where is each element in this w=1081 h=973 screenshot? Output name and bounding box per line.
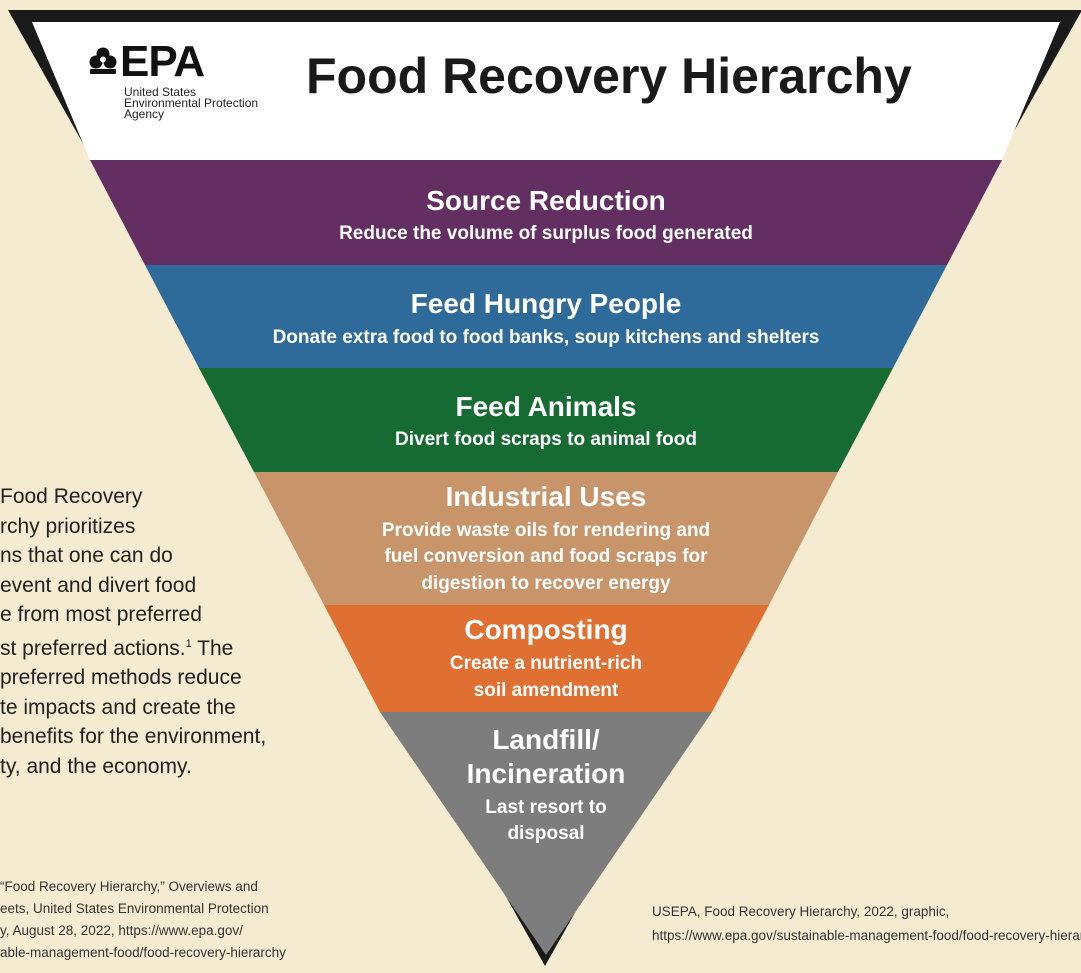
- epa-logo-text: EPA: [120, 37, 205, 86]
- description-line: benefits for the environment,: [0, 725, 267, 748]
- description-line: Food Recovery: [0, 485, 143, 508]
- footnote-line: able-management-food/food-recovery-hiera…: [0, 945, 286, 960]
- epa-flower-icon: [89, 47, 117, 74]
- agency-line: United States: [124, 85, 197, 99]
- tier-band: [145, 265, 947, 368]
- tier-band: [324, 605, 769, 712]
- description-line: te impacts and create the: [0, 695, 236, 719]
- description-line-with-ref: st preferred actions.1 The: [0, 630, 330, 664]
- tier-landfill-incineration: Landfill/ Incineration Last resort to di…: [380, 712, 712, 955]
- description-line: e from most preferred: [0, 603, 202, 626]
- footnote-ref: 1: [185, 637, 192, 650]
- header-band: [32, 22, 1060, 160]
- page-title: Food Recovery Hierarchy: [306, 48, 912, 104]
- tier-feed-hungry-people: Feed Hungry People Donate extra food to …: [145, 265, 947, 368]
- footnote-line: y, August 28, 2022, https://www.epa.gov/: [0, 923, 243, 938]
- description-line: rchy prioritizes: [0, 514, 136, 538]
- tier-composting: Composting Create a nutrient-rich soil a…: [324, 605, 769, 712]
- description-line: preferred methods reduce: [0, 666, 242, 689]
- tier-subtitle: Reduce the volume of surplus food genera…: [339, 223, 753, 244]
- tier-title: Composting: [464, 614, 627, 645]
- tier-title: Feed Hungry People: [411, 288, 682, 319]
- description-line: st preferred actions.: [0, 636, 186, 660]
- tier-title: Industrial Uses: [446, 481, 647, 512]
- tier-title: Feed Animals: [455, 391, 636, 422]
- tier-band: [380, 712, 712, 955]
- agency-name: United States Environmental Protection A…: [124, 85, 259, 121]
- description-line: event and divert food: [0, 573, 197, 597]
- agency-line: Agency: [124, 107, 165, 121]
- tier-subtitle-line: disposal: [507, 823, 584, 844]
- tier-subtitle-line: digestion to recover energy: [421, 573, 671, 594]
- tier-subtitle-line: fuel conversion and food scraps for: [384, 546, 708, 567]
- description-line: ns that one can do: [0, 544, 173, 567]
- credit-line: USEPA, Food Recovery Hierarchy, 2022, gr…: [652, 904, 950, 919]
- tier-source-reduction: Source Reduction Reduce the volume of su…: [90, 160, 1002, 265]
- agency-line: Environmental Protection: [124, 96, 259, 110]
- image-credit: USEPA, Food Recovery Hierarchy, 2022, gr…: [652, 900, 1081, 948]
- tier-band: [199, 368, 893, 472]
- tier-title-line: Landfill/: [492, 724, 600, 755]
- tier-feed-animals: Feed Animals Divert food scraps to anima…: [199, 368, 893, 472]
- tier-subtitle-line: Create a nutrient-rich: [450, 653, 642, 674]
- footnote-line: eets, United States Environmental Protec…: [0, 901, 269, 916]
- tier-band: [254, 472, 838, 605]
- tier-subtitle: Donate extra food to food banks, soup ki…: [273, 327, 820, 348]
- credit-line: https://www.epa.gov/sustainable-manageme…: [652, 928, 1081, 943]
- description-line: ty, and the economy.: [0, 754, 192, 778]
- description-line-tail: The: [191, 636, 234, 660]
- tier-subtitle: Divert food scraps to animal food: [395, 429, 697, 450]
- footnote-line: “Food Recovery Hierarchy,” Overviews and: [0, 879, 258, 894]
- footnote: “Food Recovery Hierarchy,” Overviews and…: [0, 876, 330, 964]
- description-paragraph: Food Recovery rchy prioritizes ns that o…: [0, 482, 330, 781]
- tier-subtitle-line: soil amendment: [474, 680, 619, 701]
- tier-title: Source Reduction: [426, 185, 666, 216]
- tier-industrial-uses: Industrial Uses Provide waste oils for r…: [254, 472, 838, 605]
- tier-title-line: Incineration: [467, 758, 626, 789]
- tier-subtitle-line: Provide waste oils for rendering and: [382, 520, 710, 541]
- tier-band: [90, 160, 1002, 265]
- tier-subtitle-line: Last resort to: [485, 797, 606, 818]
